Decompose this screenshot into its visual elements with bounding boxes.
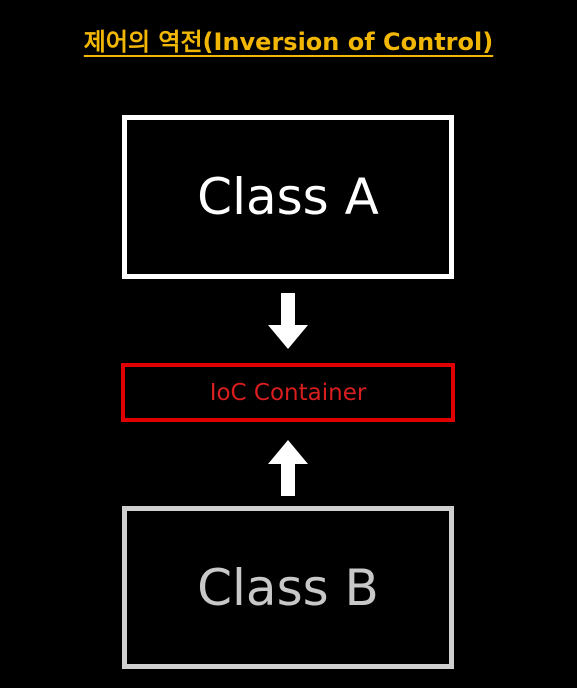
- diagram-title: 제어의 역전(Inversion of Control): [83, 28, 494, 56]
- ioc-container-box: IoC Container: [121, 363, 455, 422]
- ioc-container-label: IoC Container: [209, 379, 367, 406]
- arrow-down-icon: [268, 293, 308, 349]
- class-a-label: Class A: [197, 168, 379, 226]
- arrow-up-icon: [268, 440, 308, 496]
- class-b-label: Class B: [197, 558, 379, 617]
- class-a-box: Class A: [122, 115, 454, 279]
- class-b-box: Class B: [122, 506, 454, 669]
